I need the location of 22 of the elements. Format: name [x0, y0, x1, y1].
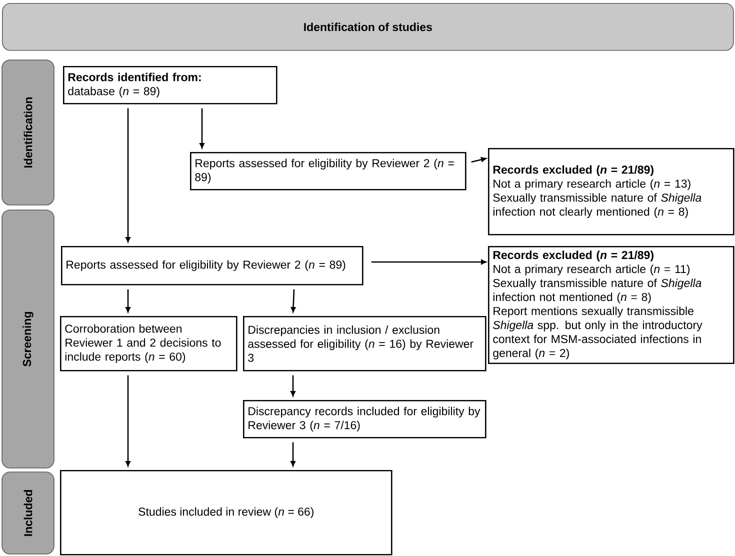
stage-band: Included [2, 472, 54, 554]
arrow [471, 157, 486, 163]
process-box: Corroboration between Reviewer 1 and 2 decisions to include reports (n = 60) [60, 316, 238, 372]
process-box: Discrepancy records included for eligibility by Reviewer 3 (n = 7/16) [243, 400, 486, 438]
process-box: Reports assessed for eligibility by Reviewer 2 (n = 89) [61, 246, 364, 286]
stage-band: Identification [2, 60, 54, 206]
arrow [290, 289, 296, 312]
section-header: Identification of studies [2, 3, 734, 51]
process-box: Discrepancies in inclusion / exclusion assessed for eligibility (n = 16) by Reviewer 3 [243, 316, 486, 372]
arrow [126, 375, 130, 466]
arrow [126, 289, 130, 312]
process-box: Studies included in review (n = 66) [60, 470, 392, 556]
stage-band: Screening [2, 210, 54, 468]
arrow [200, 108, 204, 148]
arrow [290, 442, 296, 466]
exclusion-box: Records excluded (n = 21/89) Not a primary research article (n = 13) Sexually transmissible nature of Shigella infection not clearly mentioned (n = 8) [488, 148, 734, 236]
arrow [290, 375, 296, 396]
arrow [126, 108, 130, 242]
arrow [371, 260, 486, 264]
exclusion-box: Records excluded (n = 21/89) Not a primary research article (n = 11) Sexually transmissible nature of Shigella infection not mentioned (n = 8) Report mentions sexually transmissible Shigella spp. but only in the introductory context for MSM-associated infections in general (n = 2) [488, 246, 734, 364]
process-box: Reports assessed for eligibility by Reviewer 2 (n = 89) [190, 152, 466, 190]
process-box: Records identified from: database (n = 89) [63, 66, 278, 104]
